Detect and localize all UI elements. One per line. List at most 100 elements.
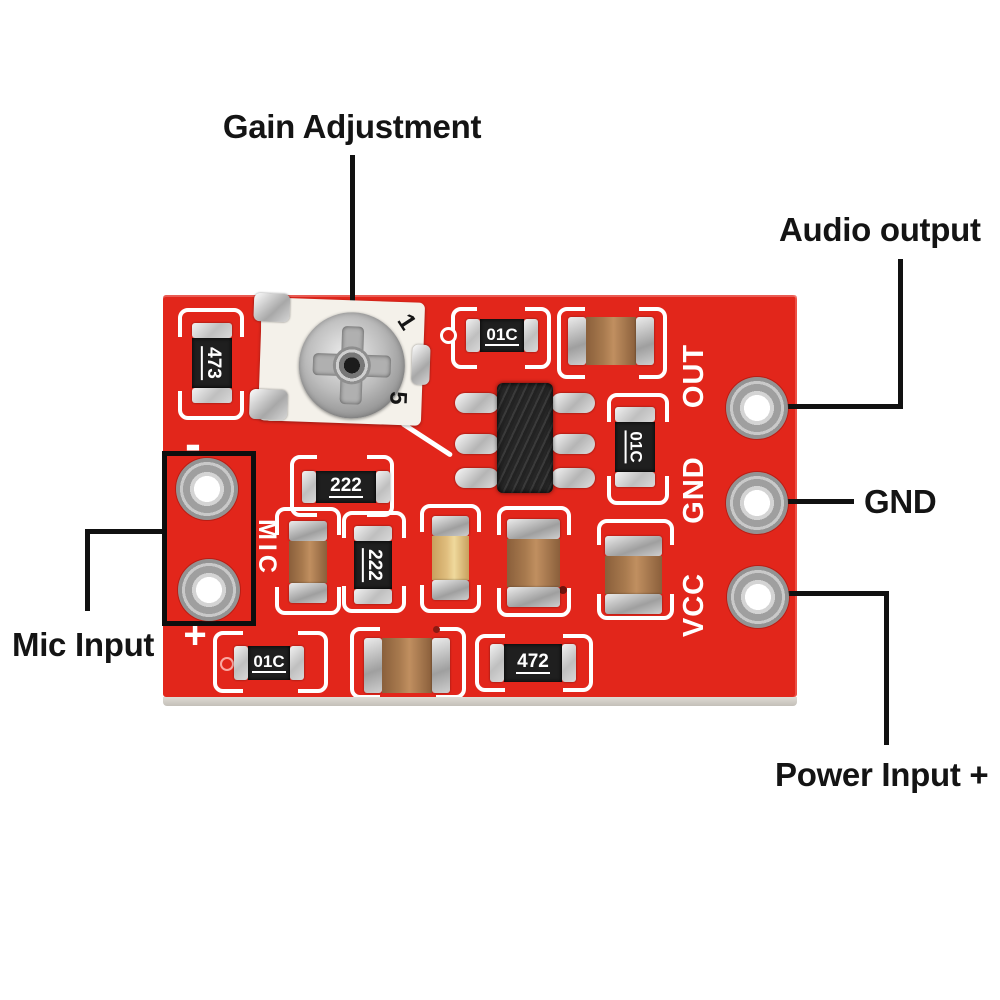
resistor-01c-bottom: 01C — [234, 646, 304, 680]
capacitor-end — [636, 317, 654, 365]
pot-solder-tab — [248, 388, 288, 421]
capacitor — [605, 536, 662, 614]
silk-text-mic: MIC — [253, 519, 281, 577]
resistor-end — [466, 319, 480, 352]
capacitor-end — [432, 638, 450, 693]
resistor-body: 01C — [248, 646, 290, 680]
capacitor — [507, 519, 560, 607]
capacitor-body — [507, 539, 560, 587]
mic-callout-line-horizontal — [85, 529, 165, 534]
resistor-end — [234, 646, 248, 680]
capacitor-end — [507, 519, 560, 539]
capacitor — [289, 521, 327, 603]
capacitor-body — [289, 541, 327, 583]
gnd-label: GND — [864, 483, 937, 520]
vcc-hole — [727, 566, 789, 628]
audio-callout-line-horizontal — [762, 404, 903, 409]
capacitor-body — [382, 638, 432, 693]
gain-trimmer-potentiometer: 1 5 — [248, 292, 431, 426]
mic-input-highlight-rect — [162, 451, 256, 626]
silk-bracket-r222-v — [342, 511, 406, 613]
silk-bracket-cap1 — [275, 507, 341, 615]
capacitor-end — [289, 583, 327, 603]
mic-callout-line-vertical — [85, 529, 90, 611]
capacitor-body — [586, 317, 636, 365]
capacitor-end — [432, 516, 469, 536]
resistor-end — [354, 589, 392, 604]
resistor-222-v: 222 — [354, 526, 392, 604]
capacitor-end — [432, 580, 469, 600]
capacitor-end — [605, 536, 662, 556]
resistor-01c-top: 01C — [466, 319, 538, 352]
via-dot — [440, 327, 457, 344]
mic-input-label: Mic Input — [12, 626, 155, 663]
ic-leg — [455, 468, 499, 488]
gain-adjustment-label: Gain Adjustment — [222, 108, 482, 145]
resistor-body: 222 — [316, 471, 376, 503]
resistor-body: 222 — [354, 541, 392, 589]
resistor-body: 01C — [480, 319, 524, 352]
out-hole — [726, 377, 788, 439]
audio-output-label: Audio output — [779, 211, 981, 248]
resistor-body: 473 — [192, 338, 232, 388]
capacitor-end — [507, 587, 560, 607]
silk-trace-diagonal — [400, 421, 454, 458]
resistor-body: 01C — [615, 422, 655, 472]
capacitor-body — [432, 536, 469, 580]
resistor-end — [376, 471, 390, 503]
capacitor — [364, 638, 450, 693]
resistor-body: 472 — [504, 644, 562, 682]
silk-bracket-cap5 — [597, 519, 674, 620]
pcb-side-edge — [163, 697, 797, 706]
gnd-hole — [726, 472, 788, 534]
pot-solder-tab — [411, 344, 431, 386]
resistor-472: 472 — [490, 644, 576, 682]
mic-plus-hole — [178, 559, 240, 621]
silk-bracket-cap-top — [557, 307, 667, 379]
resistor-value: 01C — [485, 324, 519, 346]
resistor-value: 222 — [361, 548, 385, 582]
silk-bracket-cap2 — [420, 504, 481, 613]
resistor-473: 473 — [192, 323, 232, 403]
ic-leg — [455, 434, 499, 454]
resistor-value: 473 — [200, 346, 224, 380]
resistor-end — [302, 471, 316, 503]
silk-bracket-r01c-mid — [607, 393, 669, 505]
pot-solder-tab — [253, 292, 291, 323]
silk-bracket-r473 — [178, 308, 244, 420]
ic-leg — [551, 434, 595, 454]
via-dot — [559, 586, 567, 594]
gain-callout-line — [350, 155, 355, 335]
silk-text-out: OUT — [678, 343, 710, 409]
capacitor-body — [605, 556, 662, 594]
ic-leg — [455, 393, 499, 413]
mic-minus-hole — [176, 458, 238, 520]
power-input-label: Power Input + — [775, 756, 989, 793]
pcb-board: OUT GND VCC MIC - + 473 01C 01C 222 — [163, 292, 797, 699]
capacitor-end — [605, 594, 662, 614]
resistor-end — [562, 644, 576, 682]
resistor-end — [290, 646, 304, 680]
via-dot — [433, 626, 440, 633]
resistor-value: 01C — [625, 430, 646, 464]
silk-text-gnd: GND — [678, 456, 710, 524]
resistor-end — [524, 319, 538, 352]
silk-bracket-r222-h — [290, 455, 394, 517]
capacitor-end — [289, 521, 327, 541]
audio-callout-line-vertical — [898, 259, 903, 409]
power-callout-line-horizontal — [762, 591, 889, 596]
ic-leg — [551, 393, 595, 413]
resistor-end — [490, 644, 504, 682]
gnd-callout-line — [762, 499, 854, 504]
ic-leg — [551, 468, 595, 488]
silk-text-minus: - — [185, 418, 201, 471]
silk-bracket-r472 — [475, 634, 593, 692]
capacitor — [568, 317, 654, 365]
silk-bracket-r01c-bottom — [213, 631, 328, 693]
resistor-end — [192, 323, 232, 338]
power-callout-line-vertical — [884, 591, 889, 745]
resistor-end — [615, 472, 655, 487]
resistor-01c-mid: 01C — [615, 407, 655, 487]
resistor-end — [615, 407, 655, 422]
